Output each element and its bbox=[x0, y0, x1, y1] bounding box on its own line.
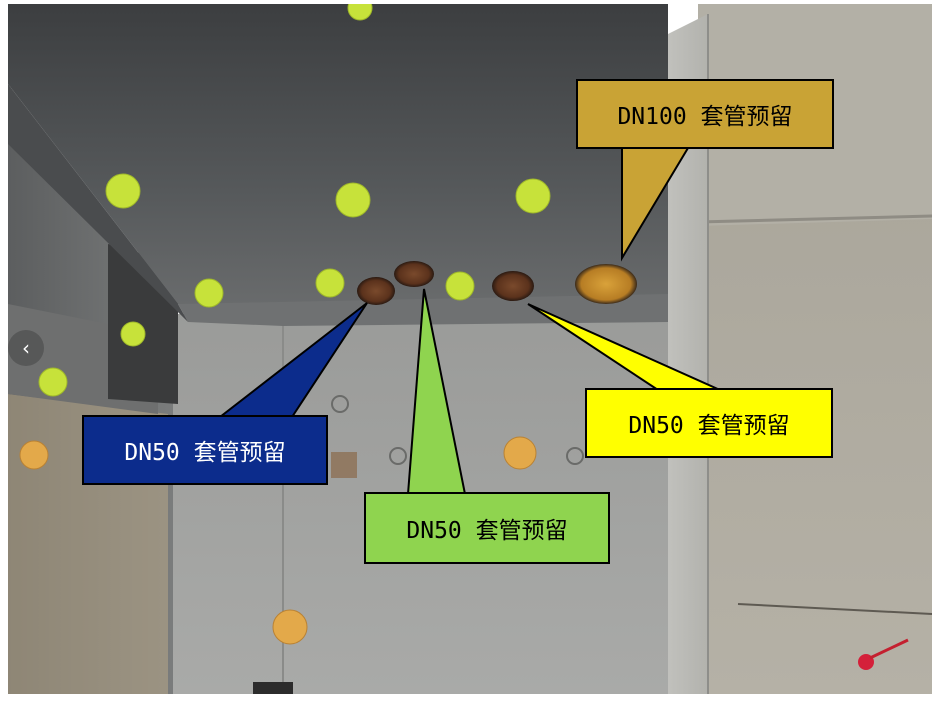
callout-label-dn50-yellow: DN50 套管预留 bbox=[585, 388, 833, 458]
chevron-left-icon: ‹ bbox=[22, 336, 30, 360]
callout-label-dn50-blue: DN50 套管预留 bbox=[82, 415, 328, 485]
prev-image-button[interactable]: ‹ bbox=[8, 330, 44, 366]
callout-label-dn100: DN100 套管预留 bbox=[576, 79, 834, 149]
callout-label-dn50-green: DN50 套管预留 bbox=[364, 492, 610, 564]
